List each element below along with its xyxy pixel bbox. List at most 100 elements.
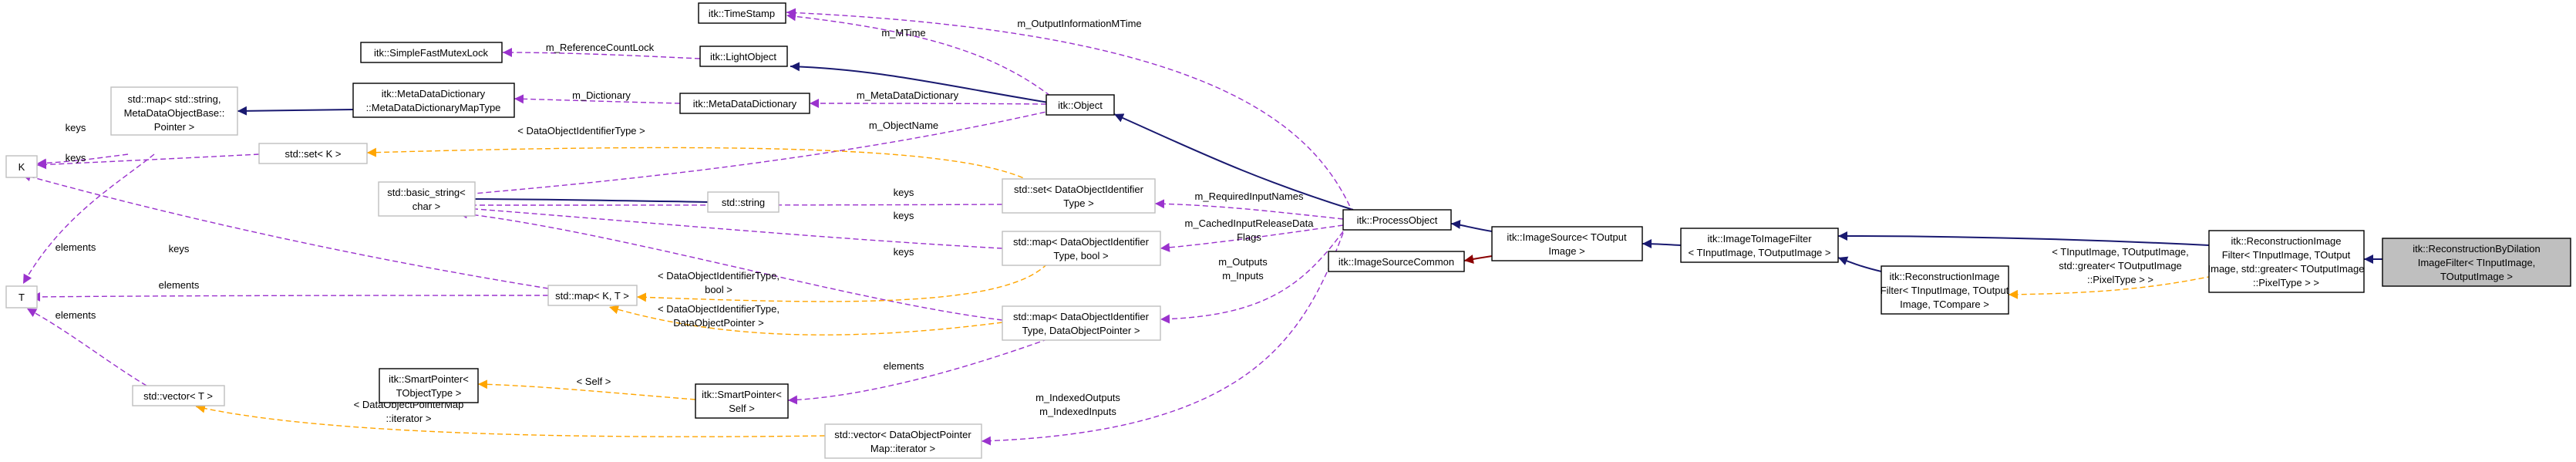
- svg-text:std::vector< T >: std::vector< T >: [143, 390, 213, 402]
- label-self: < Self >: [577, 376, 611, 387]
- label-keys-map-k: keys: [66, 122, 86, 133]
- svg-text:itk::SimpleFastMutexLock: itk::SimpleFastMutexLock: [374, 47, 489, 59]
- edge-stdset-k-doidtype: [366, 147, 1046, 191]
- edge-mapdop-mapkt: [608, 305, 1003, 336]
- svg-text:std::map< DataObjectIdentifier: std::map< DataObjectIdentifierType, bool…: [1013, 236, 1150, 261]
- svg-text:std::set< DataObjectIdentifier: std::set< DataObjectIdentifierType >: [1014, 184, 1144, 209]
- edge-mapdop-stdstring: [457, 209, 1003, 321]
- svg-text:T: T: [19, 292, 25, 303]
- edge-maptype-stdmap: [237, 106, 354, 116]
- svg-text:itk::MetaDataDictionary: itk::MetaDataDictionary: [693, 98, 797, 110]
- node-stdstring[interactable]: std::string: [707, 191, 780, 213]
- node-imagetoimagefilter[interactable]: itk::ImageToImageFilter< TInputImage, TO…: [1680, 228, 1839, 263]
- label-doid-dop: < DataObjectIdentifierType,DataObjectPoi…: [658, 303, 780, 329]
- edge-object-timestamp: [786, 12, 1051, 96]
- edge-vector-t: [26, 308, 147, 386]
- node-stdmap-kt[interactable]: std::map< K, T >: [547, 285, 638, 306]
- node-metadatadictionary[interactable]: itk::MetaDataDictionary: [679, 93, 810, 114]
- edges: [21, 8, 2382, 446]
- edge-recongreater-imagetoimagefilter: [1837, 231, 2210, 246]
- label-m_mtime: m_MTime: [881, 27, 925, 39]
- nodes: itk::TimeStamp itk::SimpleFastMutexLock …: [5, 2, 2571, 459]
- edge-mapkt-t: [30, 292, 549, 302]
- svg-text:itk::ProcessObject: itk::ProcessObject: [1357, 214, 1438, 226]
- svg-text:itk::TimeStamp: itk::TimeStamp: [709, 8, 775, 19]
- svg-text:std::map< DataObjectIdentifier: std::map< DataObjectIdentifierType, Data…: [1013, 311, 1150, 336]
- label-doidtype: < DataObjectIdentifierType >: [517, 125, 645, 137]
- edge-stdmap-k: [36, 153, 129, 168]
- node-timestamp[interactable]: itk::TimeStamp: [698, 2, 786, 24]
- svg-text:itk::SmartPointer<TObjectType: itk::SmartPointer<TObjectType >: [389, 373, 469, 399]
- svg-text:itk::ImageToImageFilter< TInpu: itk::ImageToImageFilter< TInputImage, TO…: [1688, 233, 1830, 258]
- label-m_dictionary: m_Dictionary: [572, 89, 631, 101]
- edge-object-lightobject: [790, 62, 1049, 103]
- edge-imagesourcecommon-imagesource: [1463, 255, 1493, 264]
- svg-text:std::map< std::string,MetaData: std::map< std::string,MetaDataObjectBase…: [124, 93, 225, 133]
- label-elements-map-t: elements: [56, 241, 96, 253]
- svg-text:std::set< K >: std::set< K >: [285, 148, 342, 160]
- node-metadatadictionary-maptype[interactable]: itk::MetaDataDictionary::MetaDataDiction…: [352, 83, 515, 118]
- edge-smartself-smarttobj: [477, 379, 696, 400]
- edge-labels: m_OutputInformationMTime m_MTime m_Refer…: [56, 18, 2189, 424]
- node-imagesourcecommon[interactable]: itk::ImageSourceCommon: [1328, 251, 1465, 272]
- edge-mapkt-k: [21, 172, 549, 289]
- node-stdvector-t[interactable]: std::vector< T >: [132, 385, 225, 406]
- label-elements-vector-t: elements: [56, 309, 96, 321]
- node-smartpointer-self[interactable]: itk::SmartPointer<Self >: [695, 383, 789, 419]
- edge-metadatadictionary-maptype: [514, 94, 681, 104]
- edge-vector-stdvectort: [195, 403, 826, 437]
- label-m_outputinformationmtime: m_OutputInformationMTime: [1017, 18, 1141, 29]
- label-m_objectname: m_ObjectName: [869, 120, 938, 131]
- edge-processobject-vector: [981, 232, 1344, 446]
- svg-text:itk::MetaDataDictionary::MetaD: itk::MetaDataDictionary::MetaDataDiction…: [366, 88, 501, 113]
- edge-stdset-k: [36, 153, 260, 170]
- node-simplefastmutexlock[interactable]: itk::SimpleFastMutexLock: [360, 42, 503, 63]
- edge-mapbool-stdstring: [465, 204, 1003, 249]
- label-m_requiredinputnames: m_RequiredInputNames: [1195, 191, 1304, 202]
- svg-text:K: K: [19, 161, 25, 173]
- edge-imagetoimagefilter-imagesource: [1642, 239, 1682, 249]
- edge-processobject-stdset: [1154, 199, 1344, 220]
- svg-text:std::vector< DataObjectPointer: std::vector< DataObjectPointerMap::itera…: [834, 429, 971, 454]
- node-basic-string[interactable]: std::basic_string<char >: [378, 181, 476, 217]
- label-elements-smartself: elements: [884, 360, 924, 372]
- edge-reconcompare-imagetoimagefilter: [1837, 256, 1882, 272]
- edge-mapdop-smartself: [787, 332, 1065, 405]
- node-object[interactable]: itk::Object: [1046, 94, 1115, 116]
- label-doid-bool: < DataObjectIdentifierType,bool >: [658, 270, 780, 295]
- node-stdmap-metadata[interactable]: std::map< std::string,MetaDataObjectBase…: [110, 86, 238, 136]
- edge-lightobject-mutexlock: [502, 48, 701, 59]
- label-m_referencecountlock: m_ReferenceCountLock: [546, 42, 655, 53]
- edge-object-stdstring: [463, 110, 1054, 198]
- edge-object-metadatadictionary: [809, 99, 1047, 109]
- label-elements-mapkt-t: elements: [159, 279, 200, 291]
- svg-text:itk::LightObject: itk::LightObject: [710, 51, 776, 62]
- node-stdset-k[interactable]: std::set< K >: [258, 143, 368, 164]
- node-t[interactable]: T: [5, 285, 38, 309]
- edge-basicstring-stdstring: [463, 194, 709, 204]
- node-lightobject[interactable]: itk::LightObject: [699, 46, 788, 67]
- node-smartpointer-tobjecttype[interactable]: itk::SmartPointer<TObjectType >: [379, 368, 479, 403]
- node-k[interactable]: K: [5, 155, 38, 178]
- edge-processobject-object: [1113, 113, 1354, 211]
- label-keys-set-k: keys: [66, 152, 86, 164]
- label-keys-mapbool-string: keys: [894, 210, 914, 221]
- node-processobject[interactable]: itk::ProcessObject: [1342, 209, 1452, 231]
- label-keys-mapkt-k: keys: [169, 243, 190, 255]
- svg-text:std::basic_string<char >: std::basic_string<char >: [387, 187, 466, 212]
- svg-text:std::string: std::string: [722, 197, 765, 208]
